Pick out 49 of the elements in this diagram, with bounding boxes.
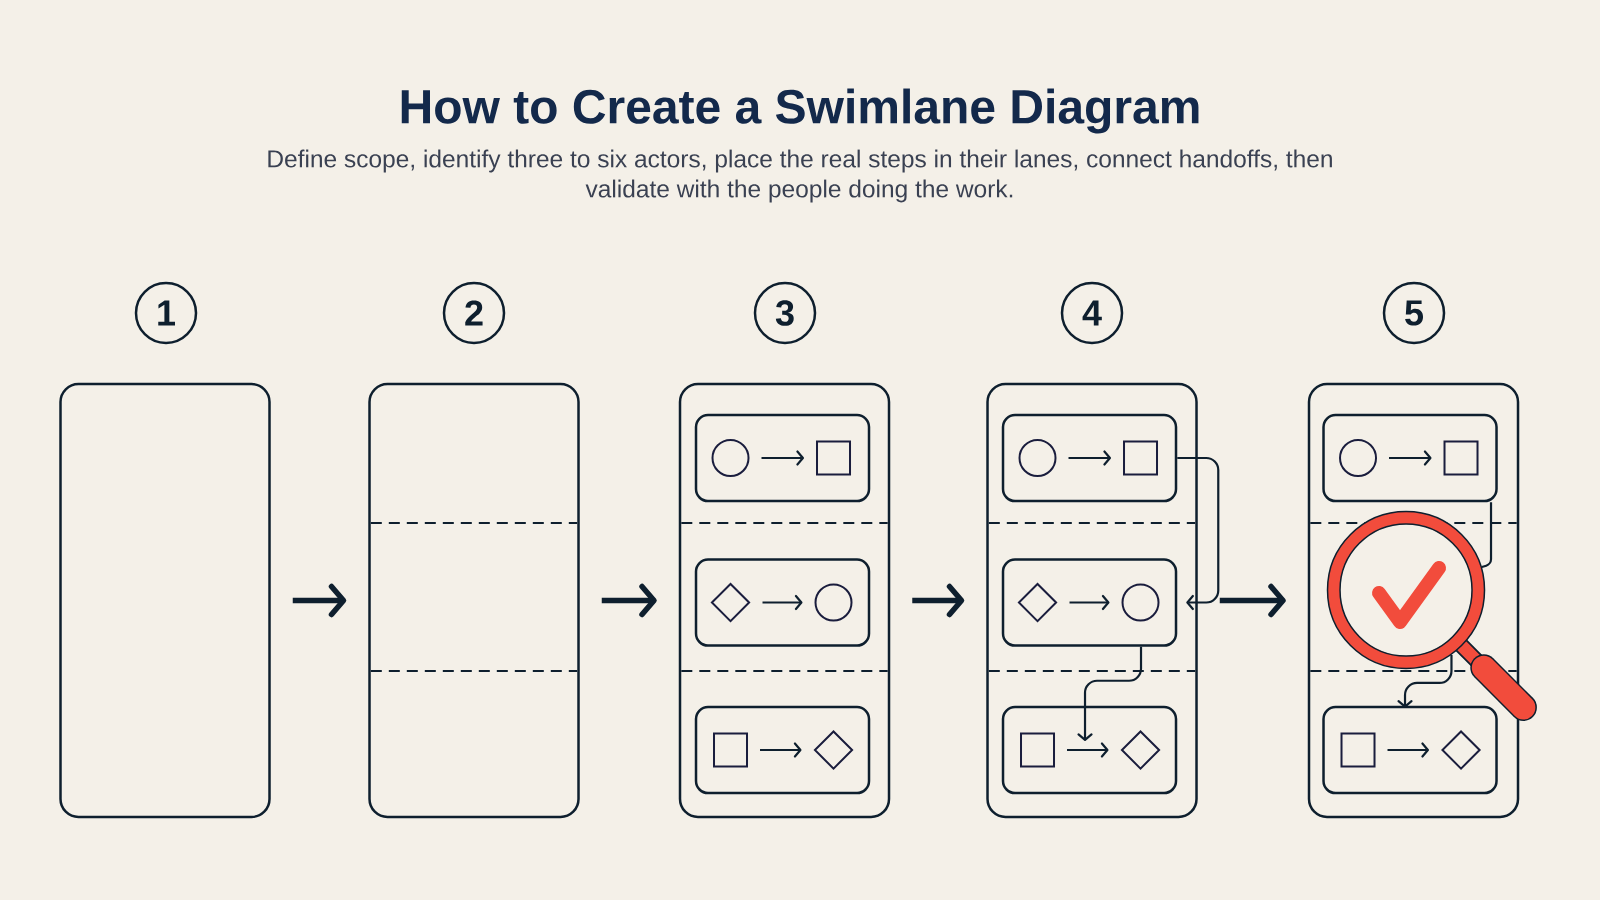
square-symbol xyxy=(1340,732,1376,768)
step-number: 5 xyxy=(1382,281,1446,345)
step-number: 2 xyxy=(442,281,506,345)
step-card xyxy=(1322,705,1498,795)
handoff-line xyxy=(1481,502,1493,569)
subtitle: Define scope, identify three to six actors, place the real steps in their lanes, connect handoffs, then validate with the people doing the work. xyxy=(268,149,1332,203)
step-card xyxy=(1001,705,1178,795)
diamond-symbol xyxy=(813,730,854,770)
arrow xyxy=(1067,742,1109,758)
panel-frame xyxy=(986,382,1198,819)
circle-symbol xyxy=(1018,439,1057,477)
arrow xyxy=(762,594,803,611)
square-symbol xyxy=(816,440,851,476)
handoff-arrow xyxy=(1177,456,1220,611)
step-card xyxy=(694,413,871,503)
panel-frame xyxy=(59,382,271,819)
arrow xyxy=(1387,742,1429,758)
step-number: 4 xyxy=(1060,281,1124,345)
diamond-symbol xyxy=(1017,582,1058,623)
panel-frame xyxy=(678,382,891,819)
step-arrow xyxy=(1219,583,1286,618)
circle-symbol xyxy=(814,583,853,622)
step-card xyxy=(1001,413,1178,503)
square-symbol xyxy=(713,732,748,768)
magnifier-icon xyxy=(1326,510,1537,721)
square-symbol xyxy=(1443,440,1479,476)
handoff-arrow xyxy=(1397,654,1453,708)
panel-frame xyxy=(368,382,580,819)
diamond-symbol xyxy=(710,582,751,623)
step-card xyxy=(694,558,871,647)
circle-symbol xyxy=(1339,439,1377,477)
step-card xyxy=(1322,413,1498,503)
handoff-arrow xyxy=(1077,646,1143,741)
arrow xyxy=(1069,594,1110,611)
step-card xyxy=(1001,558,1178,647)
circle-symbol xyxy=(711,439,750,477)
arrow xyxy=(1068,450,1111,466)
square-symbol xyxy=(1123,440,1158,476)
diamond-symbol xyxy=(1120,730,1161,770)
arrow xyxy=(760,742,802,758)
step-number: 3 xyxy=(753,281,817,345)
arrow xyxy=(1389,450,1432,466)
circle-symbol xyxy=(1121,583,1160,622)
step-number: 1 xyxy=(134,281,198,345)
square-symbol xyxy=(1020,732,1055,768)
title: How to Create a Swimlane Diagram xyxy=(401,88,1199,134)
panel-frame xyxy=(1307,382,1520,819)
arrow xyxy=(761,450,804,466)
step-card xyxy=(694,705,871,795)
